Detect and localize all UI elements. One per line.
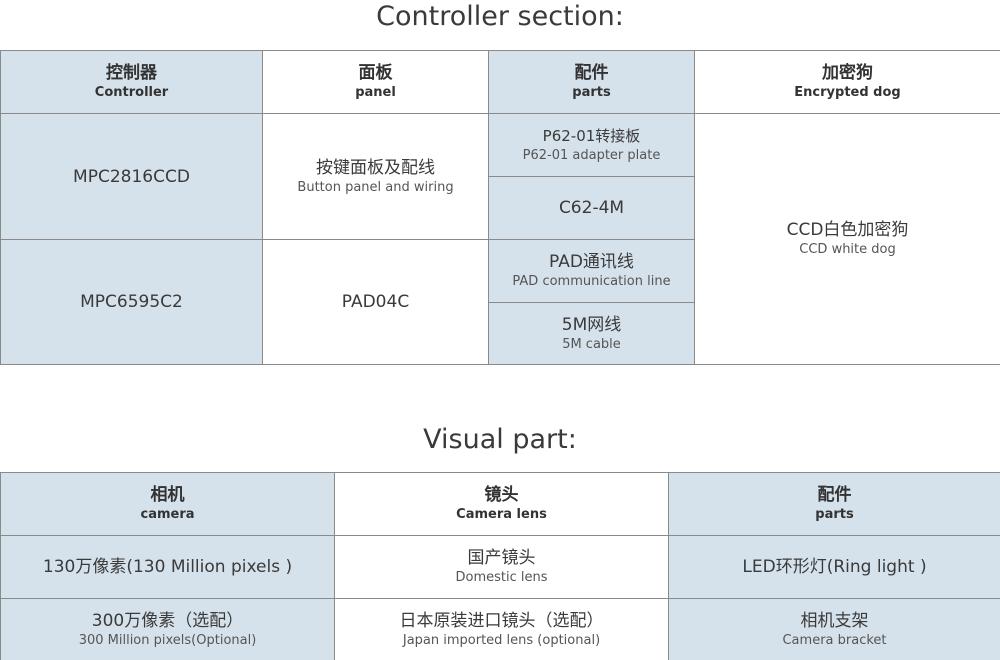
header-camera: 相机 camera [0,472,335,536]
visual-section-title: Visual part: [423,424,577,455]
header-panel: 面板 panel [262,50,489,114]
parts-cn: C62-4M [558,198,625,218]
parts-cell: PAD通讯线 PAD communication line [488,239,695,303]
table-row: 130万像素(130 Million pixels ) 国产镜头 Domesti… [0,535,1000,599]
controller-table: 控制器 Controller 面板 panel 配件 parts 加密狗 Enc… [0,50,1000,365]
dog-en: CCD white dog [799,242,896,257]
controller-table-header-row: 控制器 Controller 面板 panel 配件 parts 加密狗 Enc… [0,50,1000,114]
header-parts-cn: 配件 [574,63,609,83]
lens-en: Japan imported lens (optional) [402,632,601,648]
parts-cell: 相机支架 Camera bracket [668,598,1000,660]
controller-name: MPC2816CCD [73,166,190,187]
camera-cn: 300万像素（选配） [91,610,244,631]
panel-en: Button panel and wiring [297,179,454,195]
parts-en: 5M cable [562,336,621,352]
controller-section-title: Controller section: [376,1,624,32]
camera-cell: 300万像素（选配） 300 Million pixels(Optional) [0,598,335,660]
parts-cell: LED环形灯(Ring light ) [668,535,1000,599]
lens-en: Domestic lens [455,570,548,585]
header-controller-en: Controller [94,85,169,100]
lens-cell: 日本原装进口镜头（选配） Japan imported lens (option… [334,598,669,660]
dog-cell: CCD白色加密狗 CCD white dog [694,113,1000,365]
header-parts: 配件 parts [488,50,695,114]
parts-cn: P62-01转接板 [542,126,641,145]
table-row: 300万像素（选配） 300 Million pixels(Optional) … [0,598,1000,660]
parts-en: Camera bracket [782,632,887,648]
header-parts-en: parts [815,507,854,522]
panel-cn: PAD04C [341,292,410,312]
camera-en: 300 Million pixels(Optional) [78,632,257,648]
lens-cn: 日本原装进口镜头（选配） [399,610,604,631]
header-parts-cn: 配件 [817,485,852,505]
lens-cn: 国产镜头 [467,548,536,568]
header-panel-en: panel [355,85,396,100]
controller-cell: MPC6595C2 [0,239,263,365]
header-camera-cn: 相机 [150,485,185,505]
header-lens-en: Camera lens [456,507,547,522]
header-lens-cn: 镜头 [484,485,519,505]
table-row: MPC6595C2 PAD04C PAD通讯线 PAD communicatio… [0,239,1000,365]
table-row: 5M网线 5M cable [1,302,1000,365]
parts-cn: 5M网线 [561,314,622,335]
parts-cell: 5M网线 5M cable [488,302,695,365]
header-controller-cn: 控制器 [106,63,157,83]
parts-cell: C62-4M [488,176,695,240]
parts-en: P62-01 adapter plate [522,147,661,163]
parts-cn: 相机支架 [800,610,869,631]
header-camera-en: camera [140,507,195,522]
panel-cell: 按键面板及配线 Button panel and wiring [262,113,489,240]
header-lens: 镜头 Camera lens [334,472,669,536]
header-parts-en: parts [572,85,611,100]
parts-cn: LED环形灯(Ring light ) [742,557,927,577]
parts-cell: P62-01转接板 P62-01 adapter plate [488,113,695,177]
parts-cn: PAD通讯线 [549,252,634,272]
camera-cn: 130万像素(130 Million pixels ) [42,557,293,577]
table-row: C62-4M [1,176,1000,240]
parts-en: PAD communication line [512,274,671,289]
camera-cell: 130万像素(130 Million pixels ) [0,535,335,599]
panel-cell: PAD04C [262,239,489,365]
header-controller: 控制器 Controller [0,50,263,114]
visual-table-header-row: 相机 camera 镜头 Camera lens 配件 parts [0,472,1000,536]
controller-cell: MPC2816CCD [0,113,263,240]
header-dog-en: Encrypted dog [794,85,901,100]
header-panel-cn: 面板 [358,63,393,83]
header-dog: 加密狗 Encrypted dog [694,50,1000,114]
visual-table: 相机 camera 镜头 Camera lens 配件 parts 130万像素… [0,472,1000,660]
table-row: MPC2816CCD 按键面板及配线 Button panel and wiri… [0,113,1000,365]
header-parts: 配件 parts [668,472,1000,536]
panel-cn: 按键面板及配线 [316,157,435,178]
lens-cell: 国产镜头 Domestic lens [334,535,669,599]
dog-cn: CCD白色加密狗 [786,220,909,240]
controller-name: MPC6595C2 [80,292,183,312]
header-dog-cn: 加密狗 [822,63,873,83]
